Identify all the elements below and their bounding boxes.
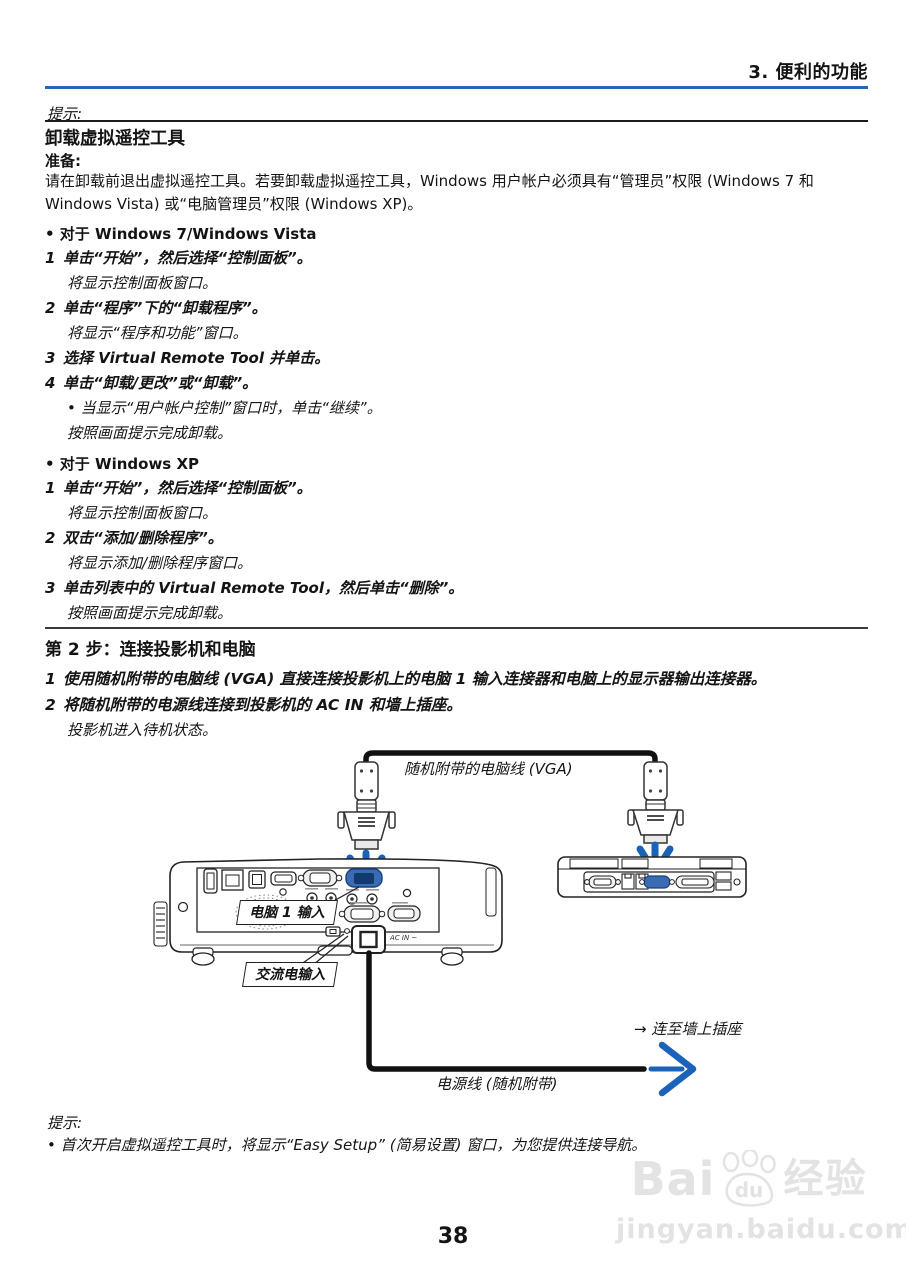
step-text: 单击列表中的 Virtual Remote Tool，然后单击“删除”。 — [63, 579, 464, 597]
watermark-url: jingyan.baidu.com — [616, 1214, 906, 1245]
step-subtext: 将显示添加/删除程序窗口。 — [67, 554, 253, 572]
step-row: 1 使用随机附带的电脑线 (VGA) 直接连接投影机上的电脑 1 输入连接器和电… — [45, 666, 867, 692]
step-text: 使用随机附带的电脑线 (VGA) 直接连接投影机上的电脑 1 输入连接器和电脑上… — [63, 670, 767, 688]
step-subtext: 将显示“程序和功能”窗口。 — [67, 324, 248, 342]
vga-cable-illustration — [363, 750, 658, 767]
step-subtext: 按照画面提示完成卸载。 — [67, 424, 233, 442]
step-row: 3 选择 Virtual Remote Tool 并单击。 — [45, 346, 867, 371]
chapter-header: 3. 便利的功能 — [748, 62, 868, 83]
windowsxp-heading: • 对于 Windows XP — [45, 455, 200, 473]
ac-input-callout: 交流电输入 — [242, 962, 338, 987]
step-text: 选择 Virtual Remote Tool 并单击。 — [63, 349, 330, 367]
step-row: 1 单击“开始”，然后选择“控制面板”。 — [45, 476, 867, 501]
computer1-vga-port — [345, 868, 383, 888]
step-text: 单击“开始”，然后选择“控制面板”。 — [63, 479, 312, 497]
uninstall-title: 卸载虚拟遥控工具 — [45, 129, 185, 149]
laptop-vga-port — [639, 875, 675, 889]
vga-connector-left — [337, 761, 396, 850]
ac-in-port-label: AC IN ~ — [389, 934, 417, 942]
step-row: 4 单击“卸载/更改”或“卸载”。 — [45, 371, 867, 396]
step-text: 单击“卸载/更改”或“卸载”。 — [63, 374, 258, 392]
page-number: 38 — [437, 1224, 469, 1249]
watermark-jingyan: 经验 — [783, 1156, 868, 1202]
step-subtext: 将显示控制面板窗口。 — [67, 274, 218, 292]
tip-bottom-text: • 首次开启虚拟遥控工具时，将显示“Easy Setup” (简易设置) 窗口，… — [47, 1136, 647, 1154]
right-arrow-icon — [648, 1041, 697, 1097]
step-row: 2 单击“程序”下的“卸载程序”。 — [45, 296, 867, 321]
step-text: 单击“开始”，然后选择“控制面板”。 — [63, 249, 312, 267]
baidu-watermark: Bai du 经验 jingyan.baidu.com — [616, 1150, 906, 1245]
diagram-artwork: AC IN ~ — [153, 750, 747, 1097]
step-text: 双击“添加/删除程序”。 — [63, 529, 223, 547]
tip-bottom-label: 提示: — [47, 1114, 83, 1132]
windows7-heading: • 对于 Windows 7/Windows Vista — [45, 225, 317, 243]
step-text: 单击“程序”下的“卸载程序”。 — [63, 299, 267, 317]
step-text: 将随机附带的电源线连接到投影机的 AC IN 和墙上插座。 — [63, 696, 462, 714]
step-row: 2 双击“添加/删除程序”。 — [45, 526, 867, 551]
step-subtext: 将显示控制面板窗口。 — [67, 504, 218, 522]
step-subtext: 按照画面提示完成卸载。 — [67, 604, 233, 622]
prep-paragraph: 请在卸载前退出虚拟遥控工具。若要卸载虚拟遥控工具，Windows 用户帐户必须具… — [45, 172, 814, 213]
step-row: 1 单击“开始”，然后选择“控制面板”。 — [45, 246, 867, 271]
windowsxp-block: • 对于 Windows XP 1 单击“开始”，然后选择“控制面板”。 将显示… — [45, 454, 867, 626]
computer1-input-callout: 电脑 1 输入 — [236, 900, 338, 925]
vga-connector-right — [627, 761, 684, 844]
windows7-block: • 对于 Windows 7/Windows Vista 1 单击“开始”，然后… — [45, 224, 867, 446]
vga-cable-label: 随机附带的电脑线 (VGA) — [404, 760, 573, 778]
watermark-du: du — [735, 1178, 764, 1202]
paw-icon: du — [717, 1150, 781, 1208]
wall-outlet-label: → 连至墙上插座 — [634, 1020, 742, 1038]
watermark-bai: Bai — [630, 1152, 716, 1206]
laptop-illustration — [557, 856, 747, 898]
ac-in-port — [351, 925, 386, 954]
step-row: 3 单击列表中的 Virtual Remote Tool，然后单击“删除”。 — [45, 576, 867, 601]
header-rule — [45, 86, 868, 89]
step-subtext: 投影机进入待机状态。 — [67, 721, 218, 739]
step2-title: 第 2 步：连接投影机和电脑 — [45, 640, 256, 660]
step2-section: 第 2 步：连接投影机和电脑 1 使用随机附带的电脑线 (VGA) 直接连接投影… — [45, 638, 867, 742]
prep-label: 准备: — [45, 152, 81, 170]
section-rule — [45, 120, 868, 122]
step-subtext: • 当显示“用户帐户控制”窗口时，单击“继续”。 — [67, 399, 382, 417]
tip-top-label: 提示: — [47, 105, 83, 123]
power-cord-illustration — [366, 950, 647, 1072]
step-row: 2 将随机附带的电源线连接到投影机的 AC IN 和墙上插座。 — [45, 692, 867, 718]
connection-diagram: AC IN ~ — [0, 742, 906, 1107]
section-divider — [45, 627, 868, 629]
power-cord-label: 电源线 (随机附带) — [436, 1075, 558, 1093]
